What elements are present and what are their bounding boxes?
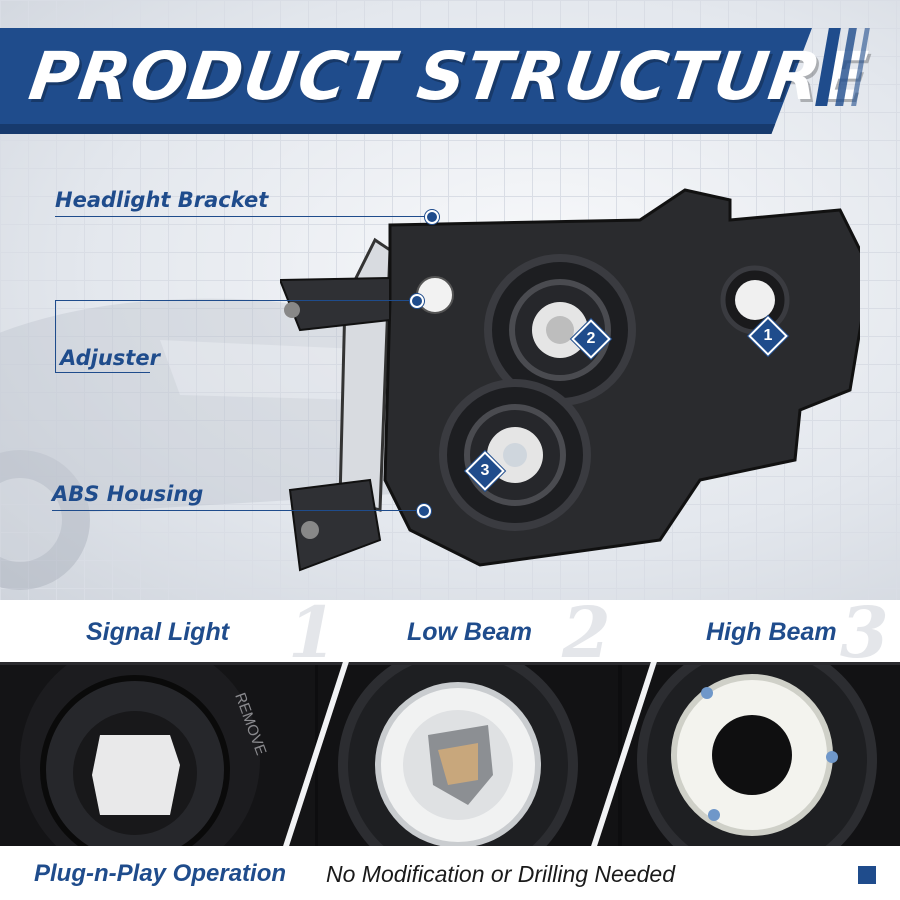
footer-description: No Modification or Drilling Needed — [326, 861, 675, 887]
callout-line — [55, 300, 56, 372]
headlight-assembly-image — [280, 188, 860, 572]
section-label-high-beam: High Beam — [706, 618, 837, 646]
section-label-low-beam: Low Beam — [407, 618, 533, 646]
callout-line — [55, 216, 430, 217]
section-number-3: 3 — [840, 591, 889, 674]
high-beam-detail-image — [622, 665, 900, 849]
callout-headlight-bracket: Headlight Bracket — [55, 188, 269, 212]
callout-abs-housing: ABS Housing — [52, 482, 204, 506]
section-label-band — [0, 600, 900, 662]
callout-line — [52, 510, 420, 511]
callout-dot — [410, 294, 424, 308]
callout-underline — [55, 372, 150, 373]
section-label-signal-light: Signal Light — [86, 618, 230, 646]
signal-light-detail-image: REMOVE — [0, 665, 315, 849]
callout-adjuster: Adjuster — [60, 346, 160, 370]
product-showcase: PRODUCT STRUCTURE 1 2 3 Headlight Bracke — [0, 0, 900, 600]
callout-line — [55, 300, 415, 301]
low-beam-detail-image — [318, 665, 618, 849]
footer-highlight: Plug-n-Play Operation — [34, 860, 287, 887]
footer: Plug-n-Play Operation No Modification or… — [0, 846, 900, 900]
title-banner — [0, 28, 812, 134]
detail-photo-row: REMOVE — [0, 662, 900, 849]
callout-dot — [425, 210, 439, 224]
section-number-1: 1 — [288, 591, 337, 674]
page-title: PRODUCT STRUCTURE — [24, 38, 873, 115]
callout-dot — [417, 504, 431, 518]
section-number-2: 2 — [562, 591, 611, 674]
footer-square-icon — [858, 866, 876, 884]
